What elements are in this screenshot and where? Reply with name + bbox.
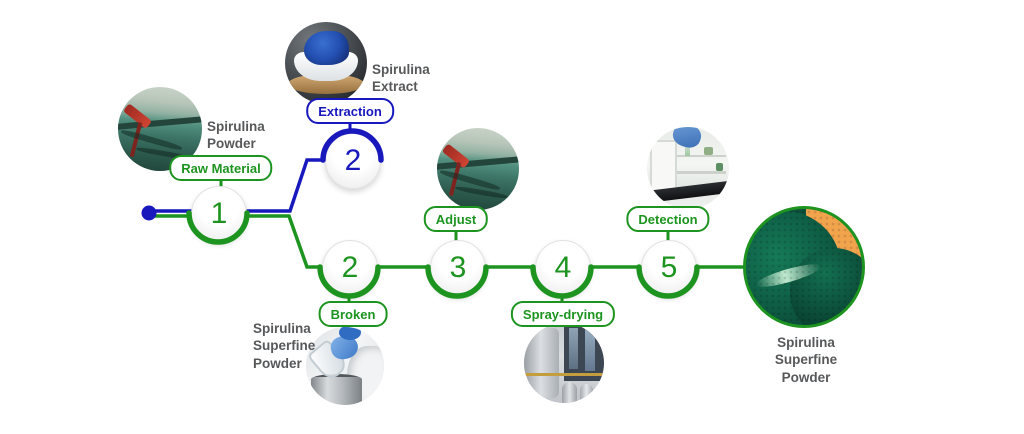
- window-shape: [568, 327, 579, 370]
- step-circle-2-broken: 2: [322, 240, 378, 296]
- step-circle-5: 5: [641, 240, 697, 296]
- step-number: 3: [449, 251, 467, 284]
- caption-spirulina-powder: Spirulina Powder: [207, 119, 265, 152]
- spirulina-extract-photo: [285, 22, 367, 104]
- broken-photo: [306, 327, 384, 405]
- final-product-photo: [743, 206, 865, 328]
- steel-pot-shape: [310, 376, 363, 405]
- water-streak-shape: [455, 185, 509, 200]
- step-number: 5: [660, 251, 678, 284]
- blue-cap-shape: [338, 327, 361, 341]
- step-circle-1: 1: [191, 186, 247, 242]
- step-label-adjust: Adjust: [423, 206, 489, 232]
- lab-item-shape: [715, 163, 724, 172]
- window-shape: [584, 326, 596, 371]
- lab-cabinet-shape: [650, 140, 678, 194]
- step-number: 2: [344, 144, 362, 177]
- step-circle-3: 3: [430, 240, 486, 296]
- shelf-shape: [676, 154, 726, 158]
- detection-photo: [647, 127, 729, 209]
- step-number: 2: [341, 251, 359, 284]
- shelf-shape: [676, 171, 726, 174]
- step-number: 4: [554, 251, 572, 284]
- caption-spirulina-superfine-powder: Spirulina Superfine Powder: [253, 321, 316, 371]
- pond-edge-shape: [437, 155, 519, 170]
- cylinder-shape: [562, 382, 577, 403]
- step-circle-2-extraction: 2: [325, 133, 381, 189]
- step-label-broken: Broken: [318, 301, 388, 327]
- caption-final-superfine-powder: Spirulina Superfine Powder: [774, 335, 838, 385]
- lab-item-shape: [704, 146, 713, 155]
- spray-drying-photo: [524, 323, 604, 403]
- powder-texture-overlay: [746, 209, 862, 325]
- adjust-photo: [437, 128, 519, 210]
- cylinder-shape: [580, 383, 593, 403]
- caption-spirulina-extract: Spirulina Extract: [372, 62, 430, 95]
- blue-powder-shape: [303, 31, 349, 66]
- powder-mound-shape: [790, 248, 862, 325]
- dryer-tank-shape: [524, 327, 560, 399]
- step-label-extraction: Extraction: [306, 98, 394, 124]
- dropper-shape: [684, 141, 690, 156]
- yellow-rail-shape: [524, 373, 604, 377]
- start-dot: [141, 205, 157, 221]
- step-label-detection: Detection: [626, 206, 710, 232]
- step-circle-4: 4: [535, 240, 591, 296]
- wooden-board-shape: [288, 74, 364, 95]
- step-label-raw-material: Raw Material: [169, 155, 273, 181]
- step-label-spray-drying: Spray-drying: [510, 301, 616, 327]
- step-number: 1: [210, 197, 228, 230]
